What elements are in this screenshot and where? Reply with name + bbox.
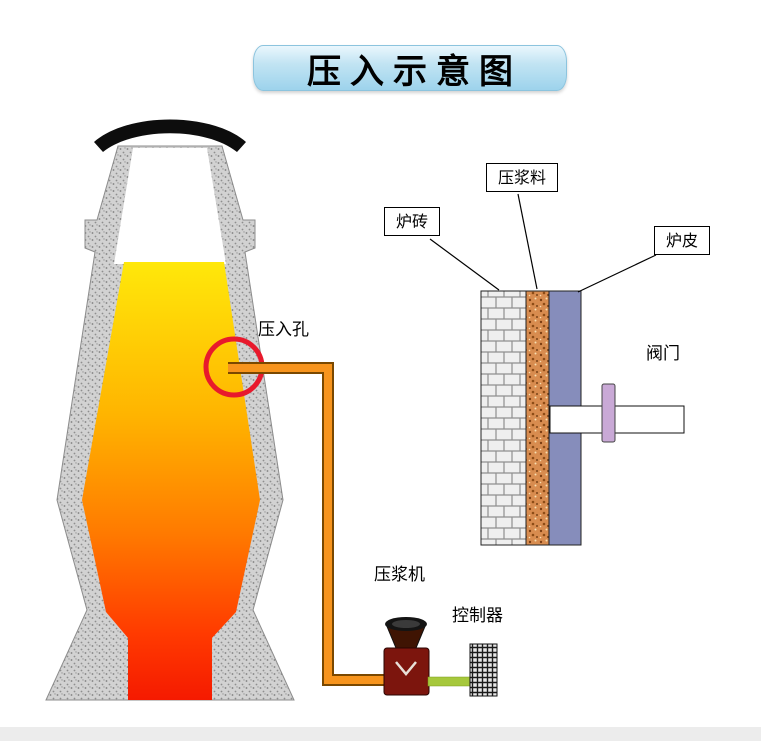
grout-machine — [383, 617, 430, 696]
furnace-charge — [82, 262, 260, 700]
connector-cable — [427, 676, 471, 687]
leader-line-grout — [517, 193, 538, 290]
bottom-strip — [0, 727, 761, 741]
wall-cross-section — [480, 290, 685, 546]
label-controller: 控制器 — [452, 606, 503, 626]
furnace-throat-interior — [114, 148, 226, 264]
machine-hopper-mouth — [392, 620, 420, 628]
label-valve: 阀门 — [646, 344, 680, 364]
label-injection-hole: 压入孔 — [258, 320, 309, 340]
leader-line-shell — [577, 254, 657, 293]
pipe-fill — [228, 364, 386, 684]
label-furnace-shell: 炉皮 — [654, 226, 711, 256]
blast-furnace — [45, 119, 295, 701]
machine-body-mark — [395, 661, 417, 676]
label-grout-material: 压浆料 — [486, 163, 559, 193]
valve-flange — [601, 383, 616, 443]
label-furnace-brick: 炉砖 — [384, 207, 441, 237]
label-grout-machine: 压浆机 — [374, 565, 425, 585]
wall-layer-grout — [525, 290, 550, 546]
leader-line-brick — [429, 238, 500, 291]
wall-layer-brick — [480, 290, 527, 546]
injection-pipe — [228, 362, 386, 686]
valve-pipe — [549, 405, 685, 434]
controller-box — [469, 643, 498, 697]
furnace-cap — [94, 119, 246, 152]
page-title: 压入示意图 — [253, 45, 567, 92]
